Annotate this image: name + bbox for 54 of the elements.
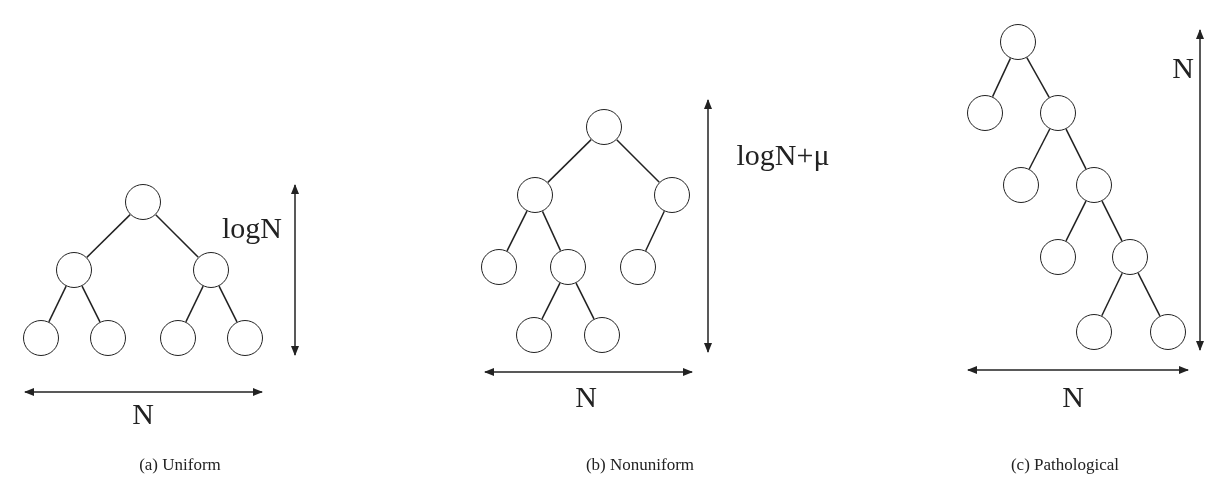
tree-node-circle [193, 252, 229, 288]
tree-node-circle [1003, 167, 1039, 203]
tree-edge [218, 285, 238, 323]
tree-edge [1137, 272, 1161, 317]
subfigure-caption: (b) Nonuniform [585, 455, 695, 475]
tree-node-circle [967, 95, 1003, 131]
tree-edge [1028, 128, 1051, 170]
tree-edge [541, 282, 561, 320]
tree-edge [1065, 200, 1087, 242]
tree-edge [1101, 272, 1123, 317]
tree-edge [616, 139, 660, 183]
tree-node-circle [620, 249, 656, 285]
tree-edge [1101, 200, 1123, 242]
tree-node-circle [1000, 24, 1036, 60]
tree-node-circle [584, 317, 620, 353]
tree-node-circle [90, 320, 126, 356]
tree-edge [1065, 128, 1087, 170]
tree-edge [185, 285, 204, 323]
tree-node-circle [586, 109, 622, 145]
tree-node-circle [125, 184, 161, 220]
tree-node-circle [1112, 239, 1148, 275]
tree-edge [575, 282, 595, 320]
tree-edge [541, 210, 562, 252]
subfigure-caption: (c) Pathological [1010, 455, 1120, 475]
tree-node-circle [1040, 239, 1076, 275]
tree-node-circle [1076, 314, 1112, 350]
tree-edge [86, 213, 131, 259]
tree-node-circle [1076, 167, 1112, 203]
tree-edge [155, 214, 199, 258]
tree-node-circle [516, 317, 552, 353]
tree-edge [1026, 56, 1050, 99]
tree-edge [81, 285, 101, 323]
tree-node-circle [1040, 95, 1076, 131]
tree-edge [506, 210, 528, 252]
tree-node-circle [481, 249, 517, 285]
dimension-label: logN+μ [736, 138, 830, 172]
dimension-label: N [132, 397, 154, 431]
tree-node-circle [23, 320, 59, 356]
tree-node-circle [1150, 314, 1186, 350]
tree-node-circle [56, 252, 92, 288]
tree-node-circle [160, 320, 196, 356]
tree-edge [547, 138, 592, 184]
tree-edge [48, 285, 67, 323]
tree-node-circle [517, 177, 553, 213]
dimension-label: logN [222, 211, 282, 245]
tree-node-circle [654, 177, 690, 213]
tree-edge [644, 210, 666, 252]
tree-node-circle [550, 249, 586, 285]
dimension-label: N [1062, 380, 1084, 414]
dimension-label: N [575, 380, 597, 414]
subfigure-caption: (a) Uniform [139, 455, 221, 475]
dimension-label: N [1172, 51, 1194, 85]
tree-edge [991, 57, 1012, 98]
tree-node-circle [227, 320, 263, 356]
